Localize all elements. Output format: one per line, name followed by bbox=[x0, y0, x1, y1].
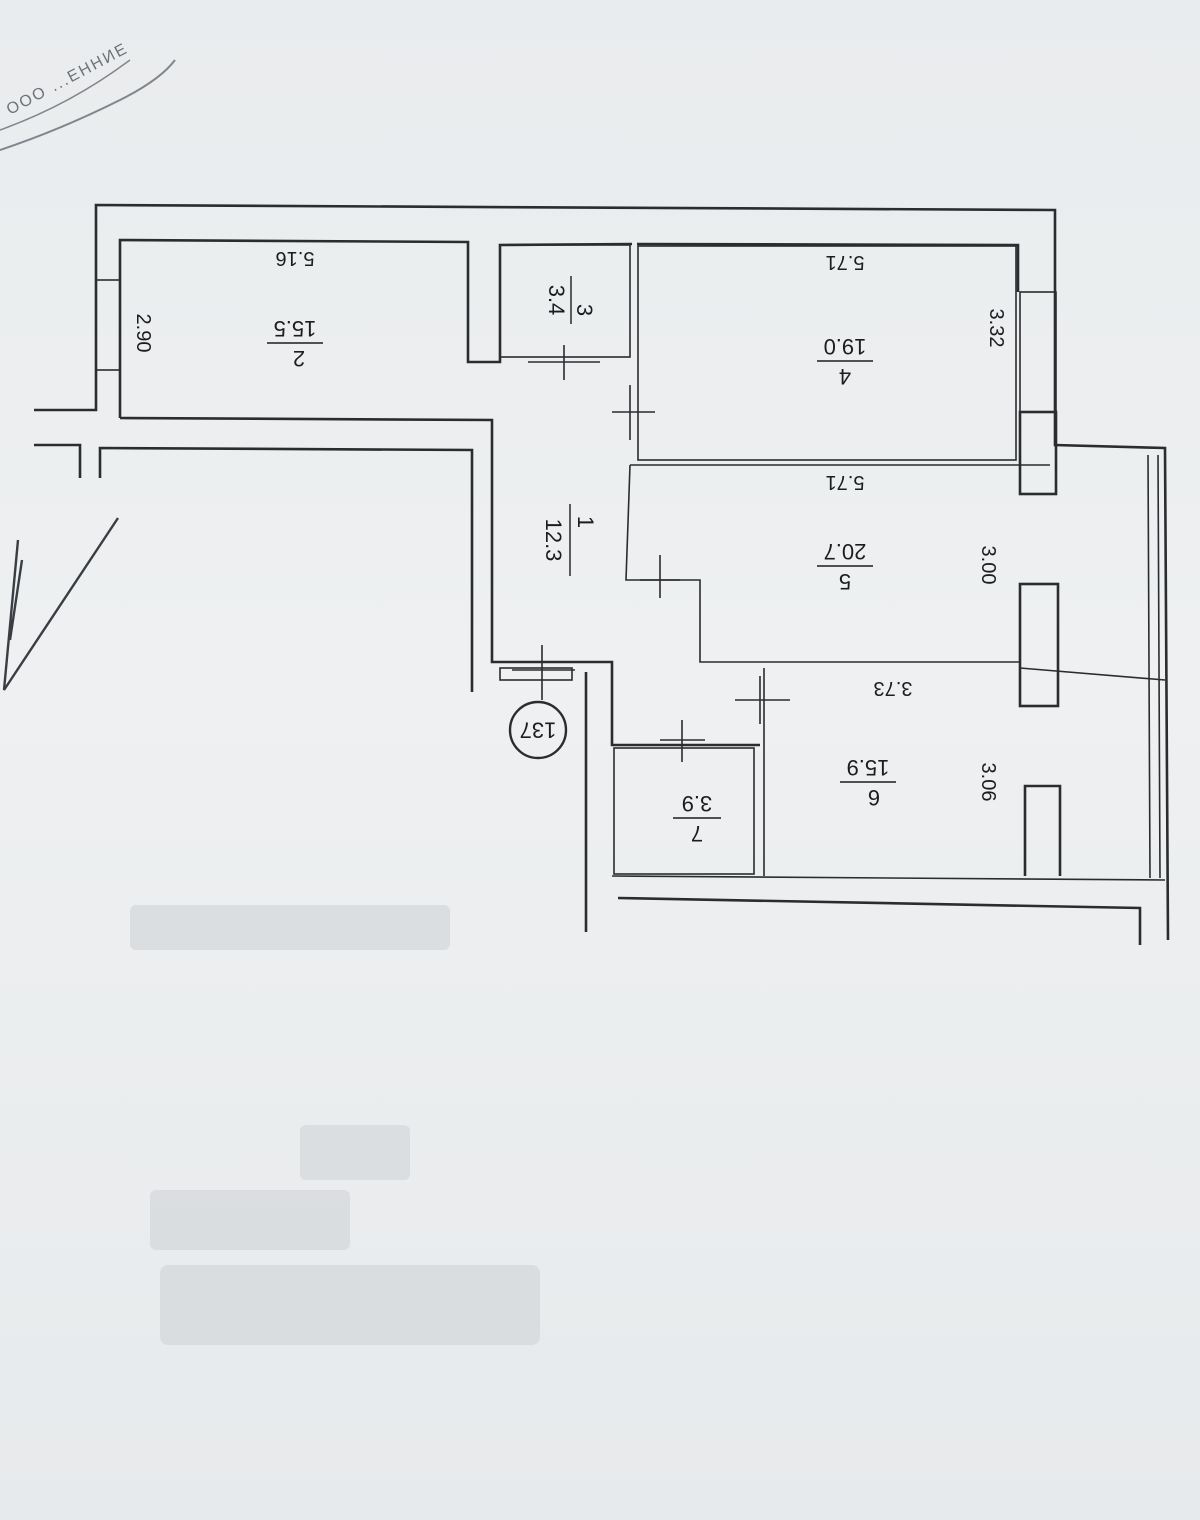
room-2-depth: 2.90 bbox=[132, 314, 154, 353]
bleed-through-marks bbox=[130, 905, 540, 1345]
room-5-width: 5.71 bbox=[826, 471, 865, 493]
room-7-number: 7 bbox=[691, 821, 703, 846]
room-2-width: 5.16 bbox=[276, 247, 315, 269]
room-6-number: 6 bbox=[868, 785, 880, 810]
room-4-width: 5.71 bbox=[826, 251, 865, 273]
room-6-area: 15.9 bbox=[847, 755, 890, 780]
room-3-number: 3 bbox=[572, 304, 597, 316]
room-7-area: 3.9 bbox=[682, 791, 713, 816]
room-6-label: 6 15.9 bbox=[840, 755, 896, 810]
room-3-label: 3 3.4 bbox=[544, 276, 597, 324]
room-5-area: 20.7 bbox=[824, 539, 867, 564]
apartment-number: 137 bbox=[520, 718, 557, 743]
interior-walls bbox=[95, 244, 1166, 879]
room-5-number: 5 bbox=[839, 569, 851, 594]
room-1-number: 1 bbox=[573, 516, 598, 528]
room-3-area: 3.4 bbox=[544, 285, 569, 316]
seal-stamp: ООО ...ЕННИЕ bbox=[0, 40, 176, 151]
room-4-label: 4 19.0 bbox=[817, 334, 873, 389]
seal-stamp-text: ООО ...ЕННИЕ bbox=[4, 40, 131, 118]
room-7-label: 7 3.9 bbox=[673, 791, 721, 846]
outer-walls bbox=[34, 203, 1170, 945]
signature-mark bbox=[2, 517, 120, 691]
apartment-number-badge: 137 bbox=[508, 700, 568, 760]
door-markers bbox=[512, 345, 790, 762]
room-2-area: 15.5 bbox=[274, 316, 317, 341]
room-1-area: 12.3 bbox=[541, 519, 566, 562]
room-4-area: 19.0 bbox=[824, 334, 867, 359]
room-6-depth: 3.06 bbox=[977, 763, 999, 802]
room-5-label: 5 20.7 bbox=[817, 539, 873, 594]
room-4-depth: 3.32 bbox=[985, 309, 1007, 348]
room-4-number: 4 bbox=[839, 364, 851, 389]
room-2-number: 2 bbox=[293, 346, 305, 371]
room-5-depth: 3.00 bbox=[977, 546, 999, 585]
room-1-label: 1 12.3 bbox=[541, 504, 598, 576]
room-2-label: 2 15.5 bbox=[267, 316, 323, 371]
room-6-width: 3.73 bbox=[874, 677, 913, 699]
